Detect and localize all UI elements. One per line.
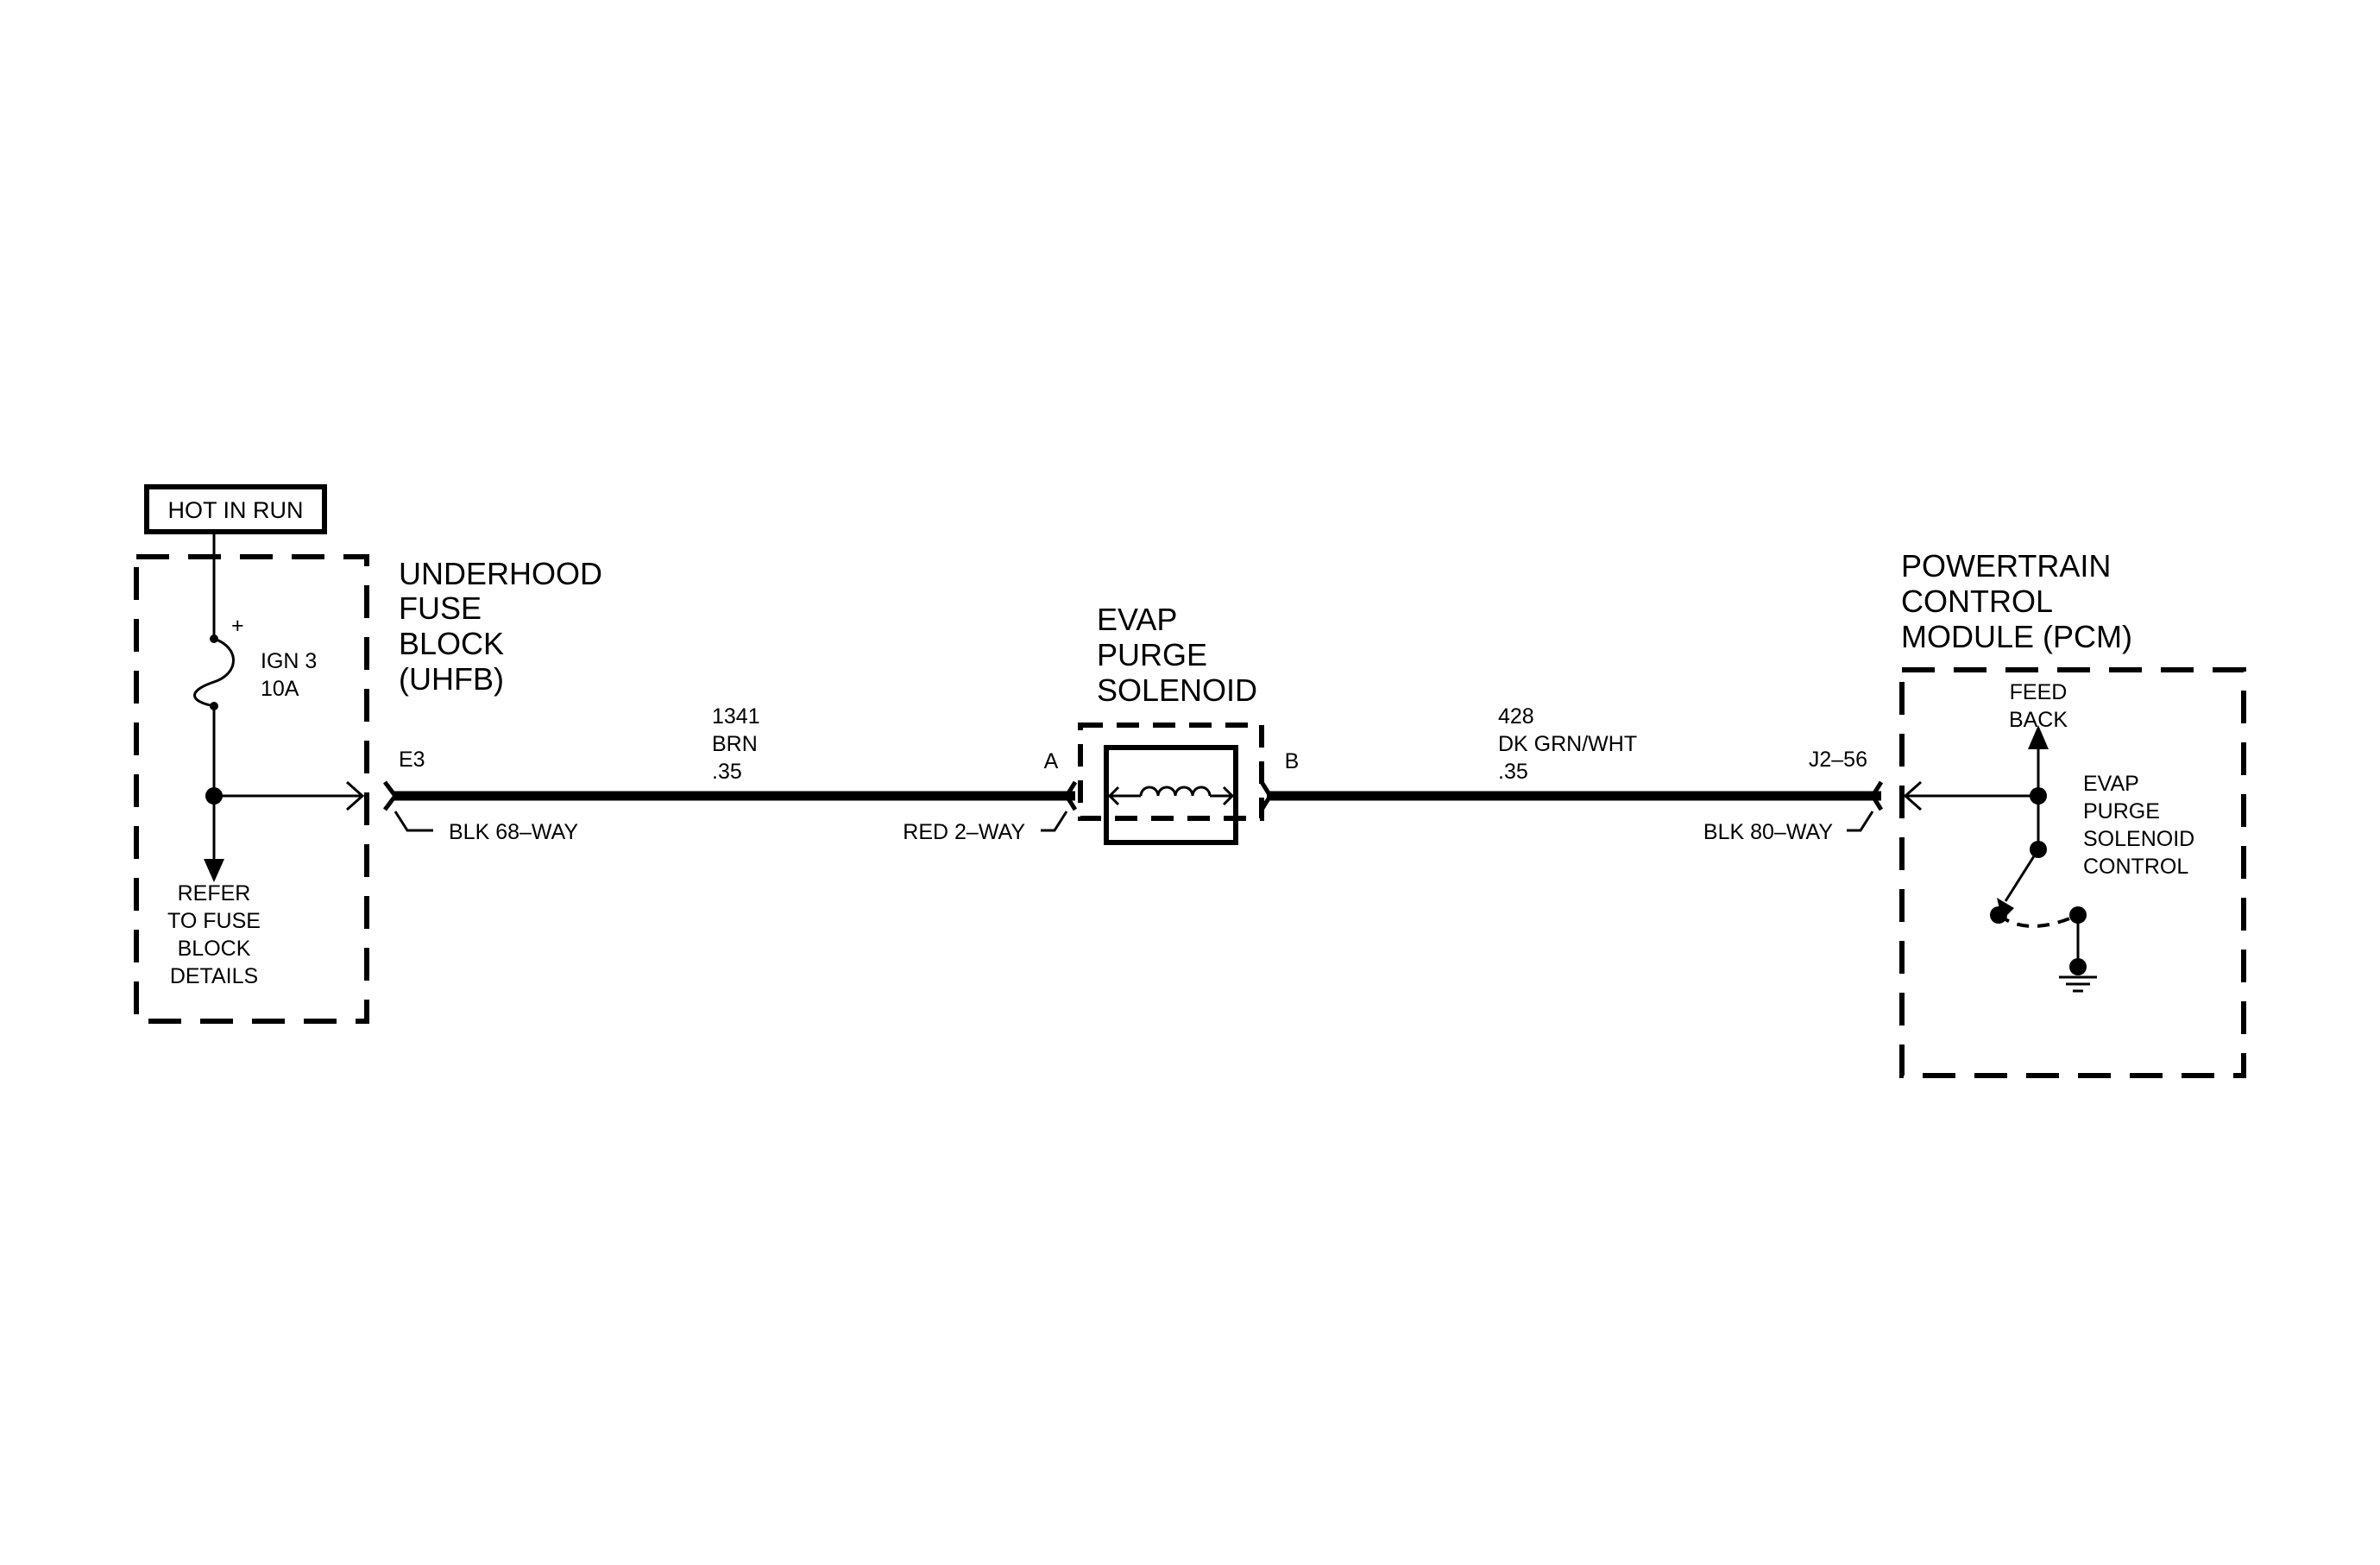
wire-428-color: DK GRN/WHT bbox=[1498, 732, 1637, 756]
arrow-up-icon bbox=[2028, 725, 2049, 749]
fuse-note-line-1: REFER bbox=[178, 881, 251, 906]
switch-dashed-link bbox=[1997, 913, 2079, 928]
pcm-outline bbox=[1899, 667, 2246, 1078]
solenoid-title-line-1: EVAP bbox=[1097, 602, 1177, 637]
terminal-a-label: A bbox=[1044, 749, 1059, 773]
switch-blade bbox=[2004, 849, 2040, 902]
connector-80way-callout bbox=[1847, 811, 1874, 832]
fuse-block-title-line-2: FUSE bbox=[399, 590, 482, 626]
control-label-line-4: CONTROL bbox=[2083, 855, 2188, 879]
arrow-down-icon bbox=[204, 859, 224, 882]
fuse-icon bbox=[193, 634, 235, 710]
terminal-e3-label: E3 bbox=[399, 748, 425, 772]
terminal-j2-56-label: J2–56 bbox=[1809, 748, 1867, 772]
hot-in-run-box bbox=[144, 484, 327, 534]
pcm-title-line-3: MODULE (PCM) bbox=[1901, 619, 2132, 654]
solenoid-outline bbox=[1078, 723, 1264, 821]
terminal-b-label: B bbox=[1285, 749, 1300, 773]
fuse-block-title-line-1: UNDERHOOD bbox=[399, 556, 602, 591]
feedback-label-line-2: BACK bbox=[2009, 708, 2068, 732]
wire-428-circuit: 428 bbox=[1498, 704, 1534, 729]
solenoid-title-line-2: PURGE bbox=[1097, 637, 1207, 672]
fuse-name: IGN 3 bbox=[261, 649, 317, 673]
evap-purge-solenoid: EVAP PURGE SOLENOID B bbox=[1078, 602, 1300, 845]
ground-icon bbox=[2059, 975, 2097, 993]
fuse-note-line-4: DETAILS bbox=[170, 964, 258, 988]
fuse-note-line-3: BLOCK bbox=[178, 937, 251, 961]
hot-in-run-label: HOT IN RUN bbox=[144, 484, 327, 534]
underhood-fuse-block: UNDERHOOD FUSE BLOCK (UHFB) + IGN 3 10A … bbox=[134, 532, 602, 1024]
fuse-note-line-2: TO FUSE bbox=[167, 909, 261, 933]
connector-2way-callout bbox=[1041, 811, 1068, 832]
wire-1341-gauge: .35 bbox=[712, 760, 742, 784]
connector-e3-male-icon bbox=[383, 780, 399, 811]
connector-e3-female-icon bbox=[346, 780, 365, 811]
fuse-block-outline bbox=[134, 554, 369, 1024]
wire-1341-circuit: 1341 bbox=[712, 704, 760, 729]
connector-68way-callout bbox=[394, 811, 433, 832]
solenoid-body bbox=[1104, 745, 1238, 845]
connector-2way-label: RED 2–WAY bbox=[903, 820, 1025, 844]
control-label-line-2: PURGE bbox=[2083, 799, 2160, 824]
feedback-label-line-1: FEED bbox=[2010, 680, 2068, 704]
wire-1341: E3 1341 BRN .35 BLK 68–WAY RED 2–WAY A bbox=[383, 704, 1078, 844]
wire-428-gauge: .35 bbox=[1498, 760, 1528, 784]
fuse-plus-sign: + bbox=[231, 614, 244, 638]
coil-icon bbox=[1107, 786, 1235, 806]
connector-j2-56-male-icon bbox=[1870, 780, 1884, 811]
fuse-block-title-line-3: BLOCK bbox=[399, 626, 504, 661]
pcm-title-line-2: CONTROL bbox=[1901, 584, 2053, 619]
wire-1341-color: BRN bbox=[712, 732, 758, 756]
control-label-line-3: SOLENOID bbox=[2083, 827, 2194, 851]
hot-in-run-text: HOT IN RUN bbox=[167, 497, 303, 523]
control-label-line-1: EVAP bbox=[2083, 772, 2139, 796]
fuse-block-title-line-4: (UHFB) bbox=[399, 661, 504, 697]
ground-node-dot bbox=[2069, 958, 2087, 975]
pcm-title-line-1: POWERTRAIN bbox=[1901, 548, 2111, 584]
connector-b-male-icon bbox=[1259, 780, 1273, 811]
wire-428: 428 DK GRN/WHT .35 J2–56 BLK 80–WAY bbox=[1259, 704, 1884, 844]
connector-80way-label: BLK 80–WAY bbox=[1703, 820, 1833, 844]
connector-68way-label: BLK 68–WAY bbox=[449, 820, 578, 844]
connector-a-male-icon bbox=[1064, 780, 1078, 811]
fuse-rating: 10A bbox=[261, 677, 299, 701]
powertrain-control-module: POWERTRAIN CONTROL MODULE (PCM) FEED BAC… bbox=[1899, 548, 2246, 1078]
solenoid-title-line-3: SOLENOID bbox=[1097, 672, 1257, 708]
